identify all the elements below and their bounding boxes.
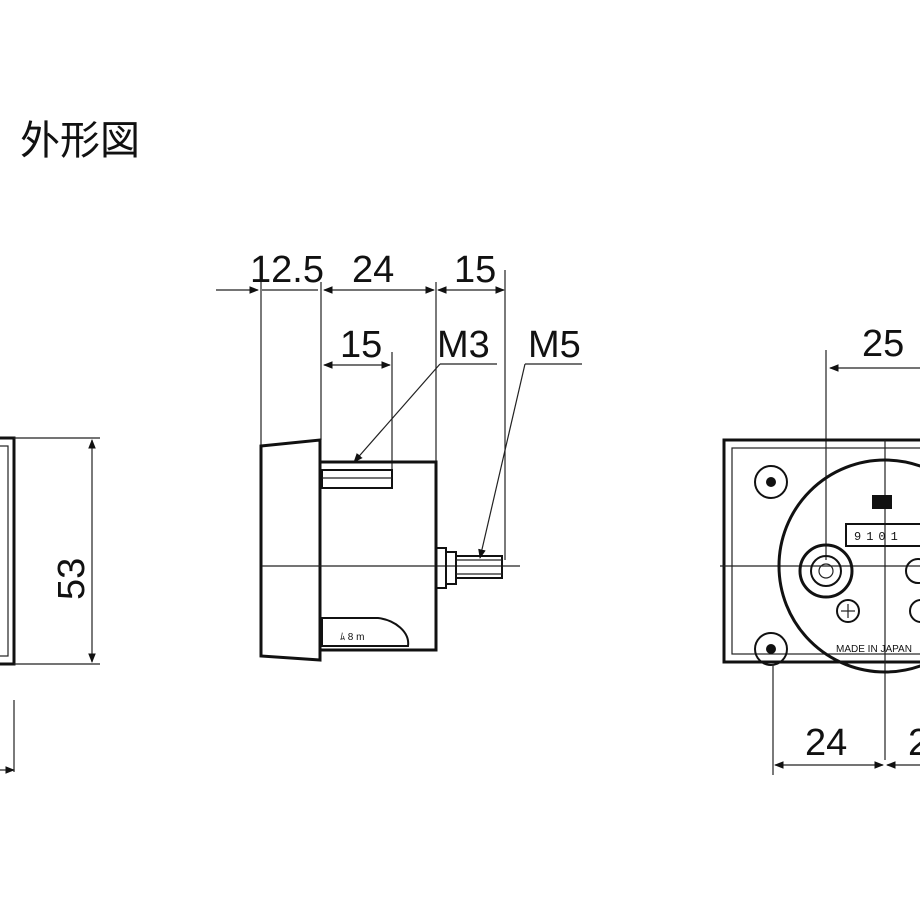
dimension-25-label: 25 xyxy=(862,323,904,365)
front-view: 53 xyxy=(0,436,100,774)
page-title: 外形図 xyxy=(20,118,140,164)
dimension-24-label: 24 xyxy=(352,249,394,291)
dimension-24-bottom-label: 24 xyxy=(805,722,847,764)
dimension-53-label: 53 xyxy=(51,558,93,600)
dimension-15-inner-label: 15 xyxy=(340,324,382,366)
rear-view-circle xyxy=(777,458,920,674)
m3-stud xyxy=(321,469,393,489)
mounting-hole-top xyxy=(754,465,788,499)
side-view-body xyxy=(318,460,438,652)
m5-stud xyxy=(455,555,503,579)
lower-terminal xyxy=(321,617,410,647)
serial-number: 9101 xyxy=(854,530,903,544)
rear-view: 25 9101 MADE IN JAPAN 24 2 xyxy=(720,323,920,775)
m5-label: M5 xyxy=(528,324,581,366)
dimension-24-bottom-partial-label: 2 xyxy=(908,722,920,764)
m3-leader xyxy=(353,363,441,463)
mounting-hole-bottom xyxy=(754,632,788,666)
maker-mark xyxy=(872,495,892,509)
dimension-12-5-label: 12.5 xyxy=(250,249,324,291)
rear-view-plate xyxy=(722,438,920,664)
m3-label: M3 xyxy=(437,324,490,366)
front-view-body xyxy=(0,436,16,666)
made-in-japan: MADE IN JAPAN xyxy=(836,644,912,655)
m5-leader xyxy=(478,363,526,559)
side-view-bezel xyxy=(259,438,322,662)
screw-right xyxy=(909,599,920,623)
side-view: 12.5 24 15 15 M3 M5 ﾑ 8 m xyxy=(216,249,582,662)
svg-text:ﾑ 8 m: ﾑ 8 m xyxy=(340,632,364,643)
serial-plate xyxy=(845,523,920,547)
terminal-nut xyxy=(798,543,854,599)
screw-left xyxy=(836,599,860,623)
dimension-15-label: 15 xyxy=(454,249,496,291)
